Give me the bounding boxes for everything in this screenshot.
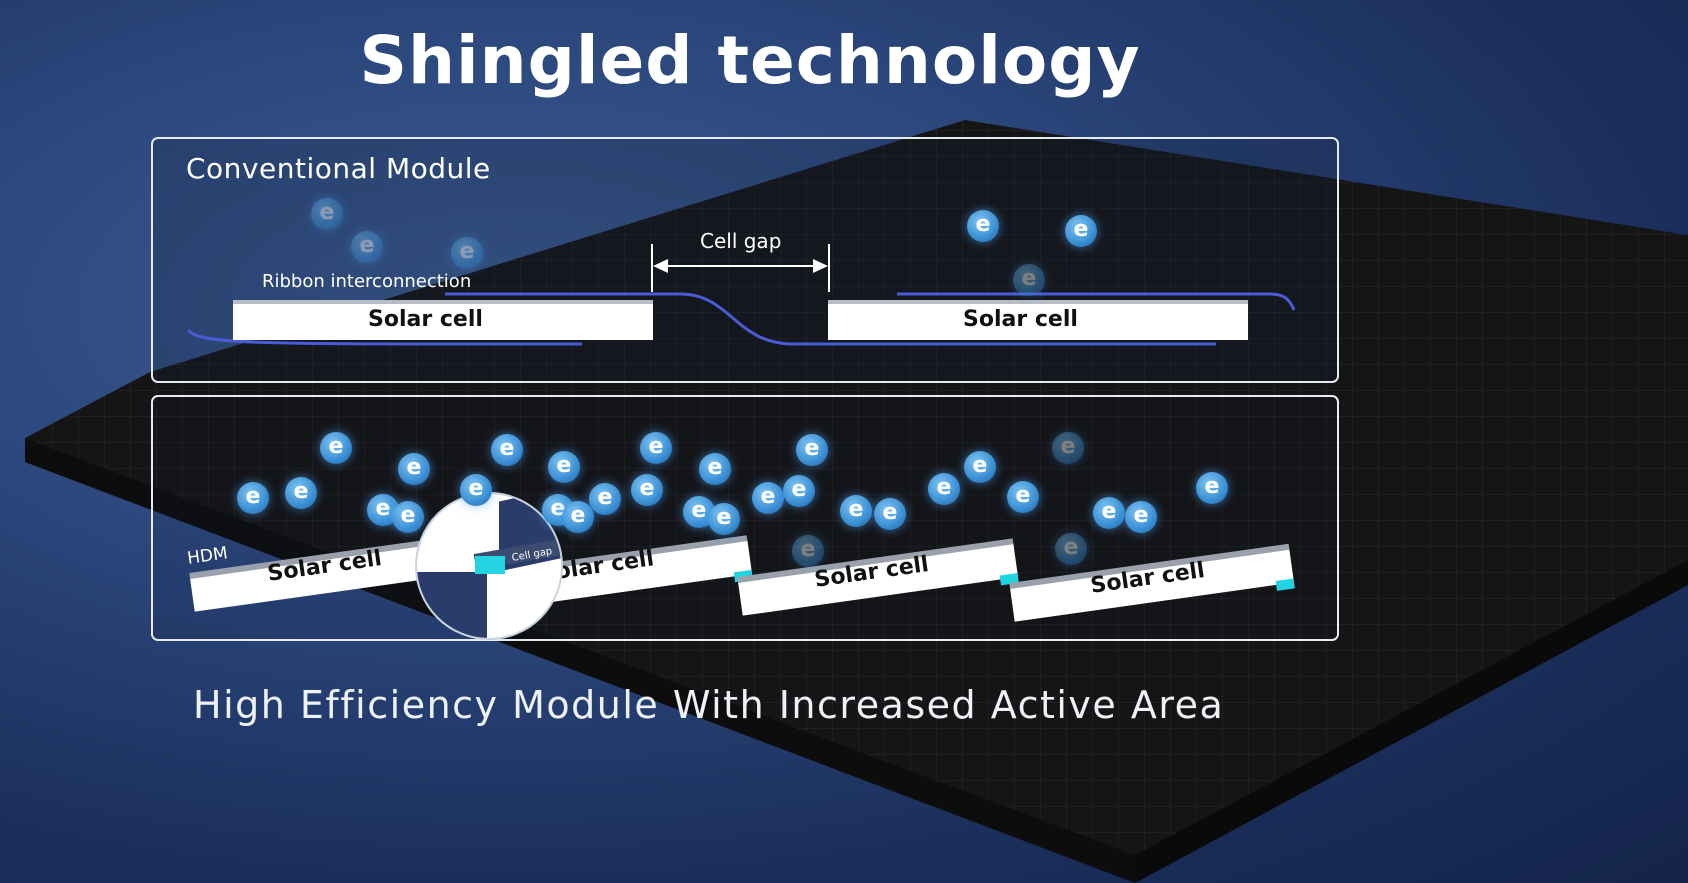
electron-icon: e xyxy=(548,451,580,483)
electron-icon: e xyxy=(1125,501,1157,533)
electron-icon: e xyxy=(1196,472,1228,504)
cell-gap-magnifier: Cell gap xyxy=(415,492,563,640)
electron-icon: e xyxy=(840,495,872,527)
electron-icon: e xyxy=(1013,264,1045,296)
gap-arrowhead xyxy=(813,259,828,273)
electron-icon: e xyxy=(874,498,906,530)
electron-icon: e xyxy=(964,451,996,483)
electron-icon: e xyxy=(320,432,352,464)
ribbon-wire xyxy=(445,292,1216,346)
ribbon-wire xyxy=(897,292,1296,311)
electron-icon: e xyxy=(783,475,815,507)
solar-cell-label: Solar cell xyxy=(963,307,1078,332)
solar-panel-side xyxy=(25,438,1135,883)
electron-icon: e xyxy=(237,482,269,514)
electron-icon: e xyxy=(562,501,594,533)
electron-icon: e xyxy=(1065,215,1097,247)
electron-icon: e xyxy=(699,453,731,485)
electron-icon: e xyxy=(351,231,383,263)
slide-subtitle: High Efficiency Module With Increased Ac… xyxy=(193,683,1225,727)
cell-gap-label: Cell gap xyxy=(700,229,782,253)
electron-icon: e xyxy=(631,474,663,506)
conventional-module-label: Conventional Module xyxy=(186,152,491,185)
gap-arrowhead xyxy=(653,259,668,273)
solar-cell xyxy=(828,300,1248,340)
solar-cell-label: Solar cell xyxy=(368,307,483,332)
electron-icon: e xyxy=(398,453,430,485)
electron-icon: e xyxy=(1052,432,1084,464)
electron-icon: e xyxy=(967,210,999,242)
solar-cell-edge xyxy=(233,300,653,304)
shingled-cell xyxy=(189,534,471,612)
electron-icon: e xyxy=(792,535,824,567)
electron-icon: e xyxy=(589,483,621,515)
solar-cell-edge xyxy=(828,300,1248,304)
electron-icon: e xyxy=(311,198,343,230)
electron-icon: e xyxy=(796,434,828,466)
slide-title: Shingled technology xyxy=(359,22,1141,99)
electron-icon: e xyxy=(491,434,523,466)
solar-cell xyxy=(233,300,653,340)
electron-icon: e xyxy=(752,482,784,514)
magnifier-cell-lower xyxy=(417,572,487,638)
electron-icon: e xyxy=(392,501,424,533)
ribbon-wire xyxy=(186,328,583,346)
solar-panel-right-side xyxy=(1135,560,1688,883)
ribbon-interconnection-label: Ribbon interconnection xyxy=(262,271,472,292)
electron-icon: e xyxy=(1093,497,1125,529)
electron-icon: e xyxy=(640,432,672,464)
shingled-cell xyxy=(737,538,1019,616)
electron-icon: e xyxy=(1007,481,1039,513)
electron-icon: e xyxy=(460,474,492,506)
electron-icon: e xyxy=(708,503,740,535)
electron-icon: e xyxy=(451,237,483,269)
electron-icon: e xyxy=(928,473,960,505)
electron-icon: e xyxy=(285,477,317,509)
shingled-cell xyxy=(1009,543,1295,622)
magnifier-gap-highlight xyxy=(475,556,505,574)
electron-icon: e xyxy=(1055,533,1087,565)
